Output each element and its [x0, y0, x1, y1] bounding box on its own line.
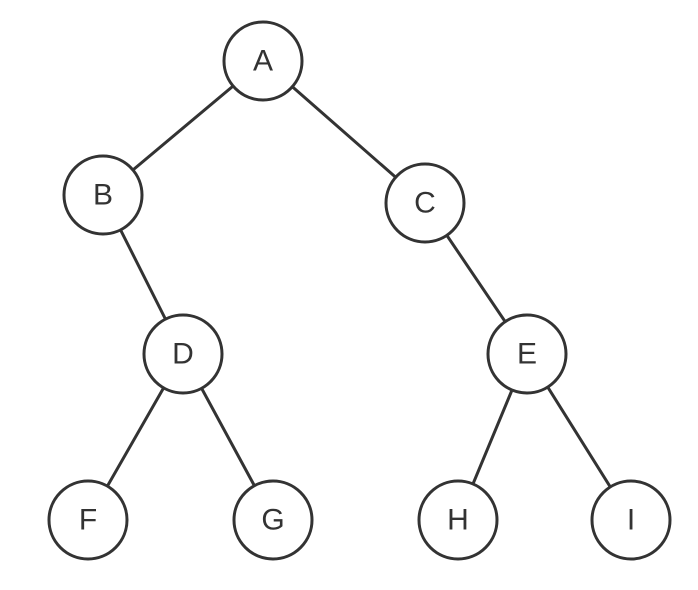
- node-E-circle: [486, 313, 568, 395]
- node-C: C: [384, 162, 466, 244]
- node-D-label: D: [172, 338, 194, 371]
- node-F-label: F: [79, 504, 97, 537]
- tree-edges: [86, 59, 633, 522]
- node-B-label: B: [93, 179, 113, 212]
- node-F-circle: [47, 479, 129, 561]
- node-H: H: [417, 479, 499, 561]
- node-I-circle: [590, 479, 672, 561]
- node-D-circle: [142, 313, 224, 395]
- node-B-circle: [62, 154, 144, 236]
- node-B: B: [62, 154, 144, 236]
- node-F: F: [47, 479, 129, 561]
- node-I-label: I: [627, 504, 635, 537]
- node-G: G: [232, 479, 314, 561]
- tree-nodes: A B C D E F G H: [47, 20, 672, 561]
- node-G-label: G: [261, 504, 284, 537]
- node-E: E: [486, 313, 568, 395]
- node-C-label: C: [414, 187, 436, 220]
- node-H-circle: [417, 479, 499, 561]
- node-D: D: [142, 313, 224, 395]
- node-A-label: A: [253, 45, 273, 78]
- node-I: I: [590, 479, 672, 561]
- node-H-label: H: [447, 504, 469, 537]
- node-G-circle: [232, 479, 314, 561]
- node-A-circle: [222, 20, 304, 102]
- node-A: A: [222, 20, 304, 102]
- node-C-circle: [384, 162, 466, 244]
- node-E-label: E: [517, 338, 537, 371]
